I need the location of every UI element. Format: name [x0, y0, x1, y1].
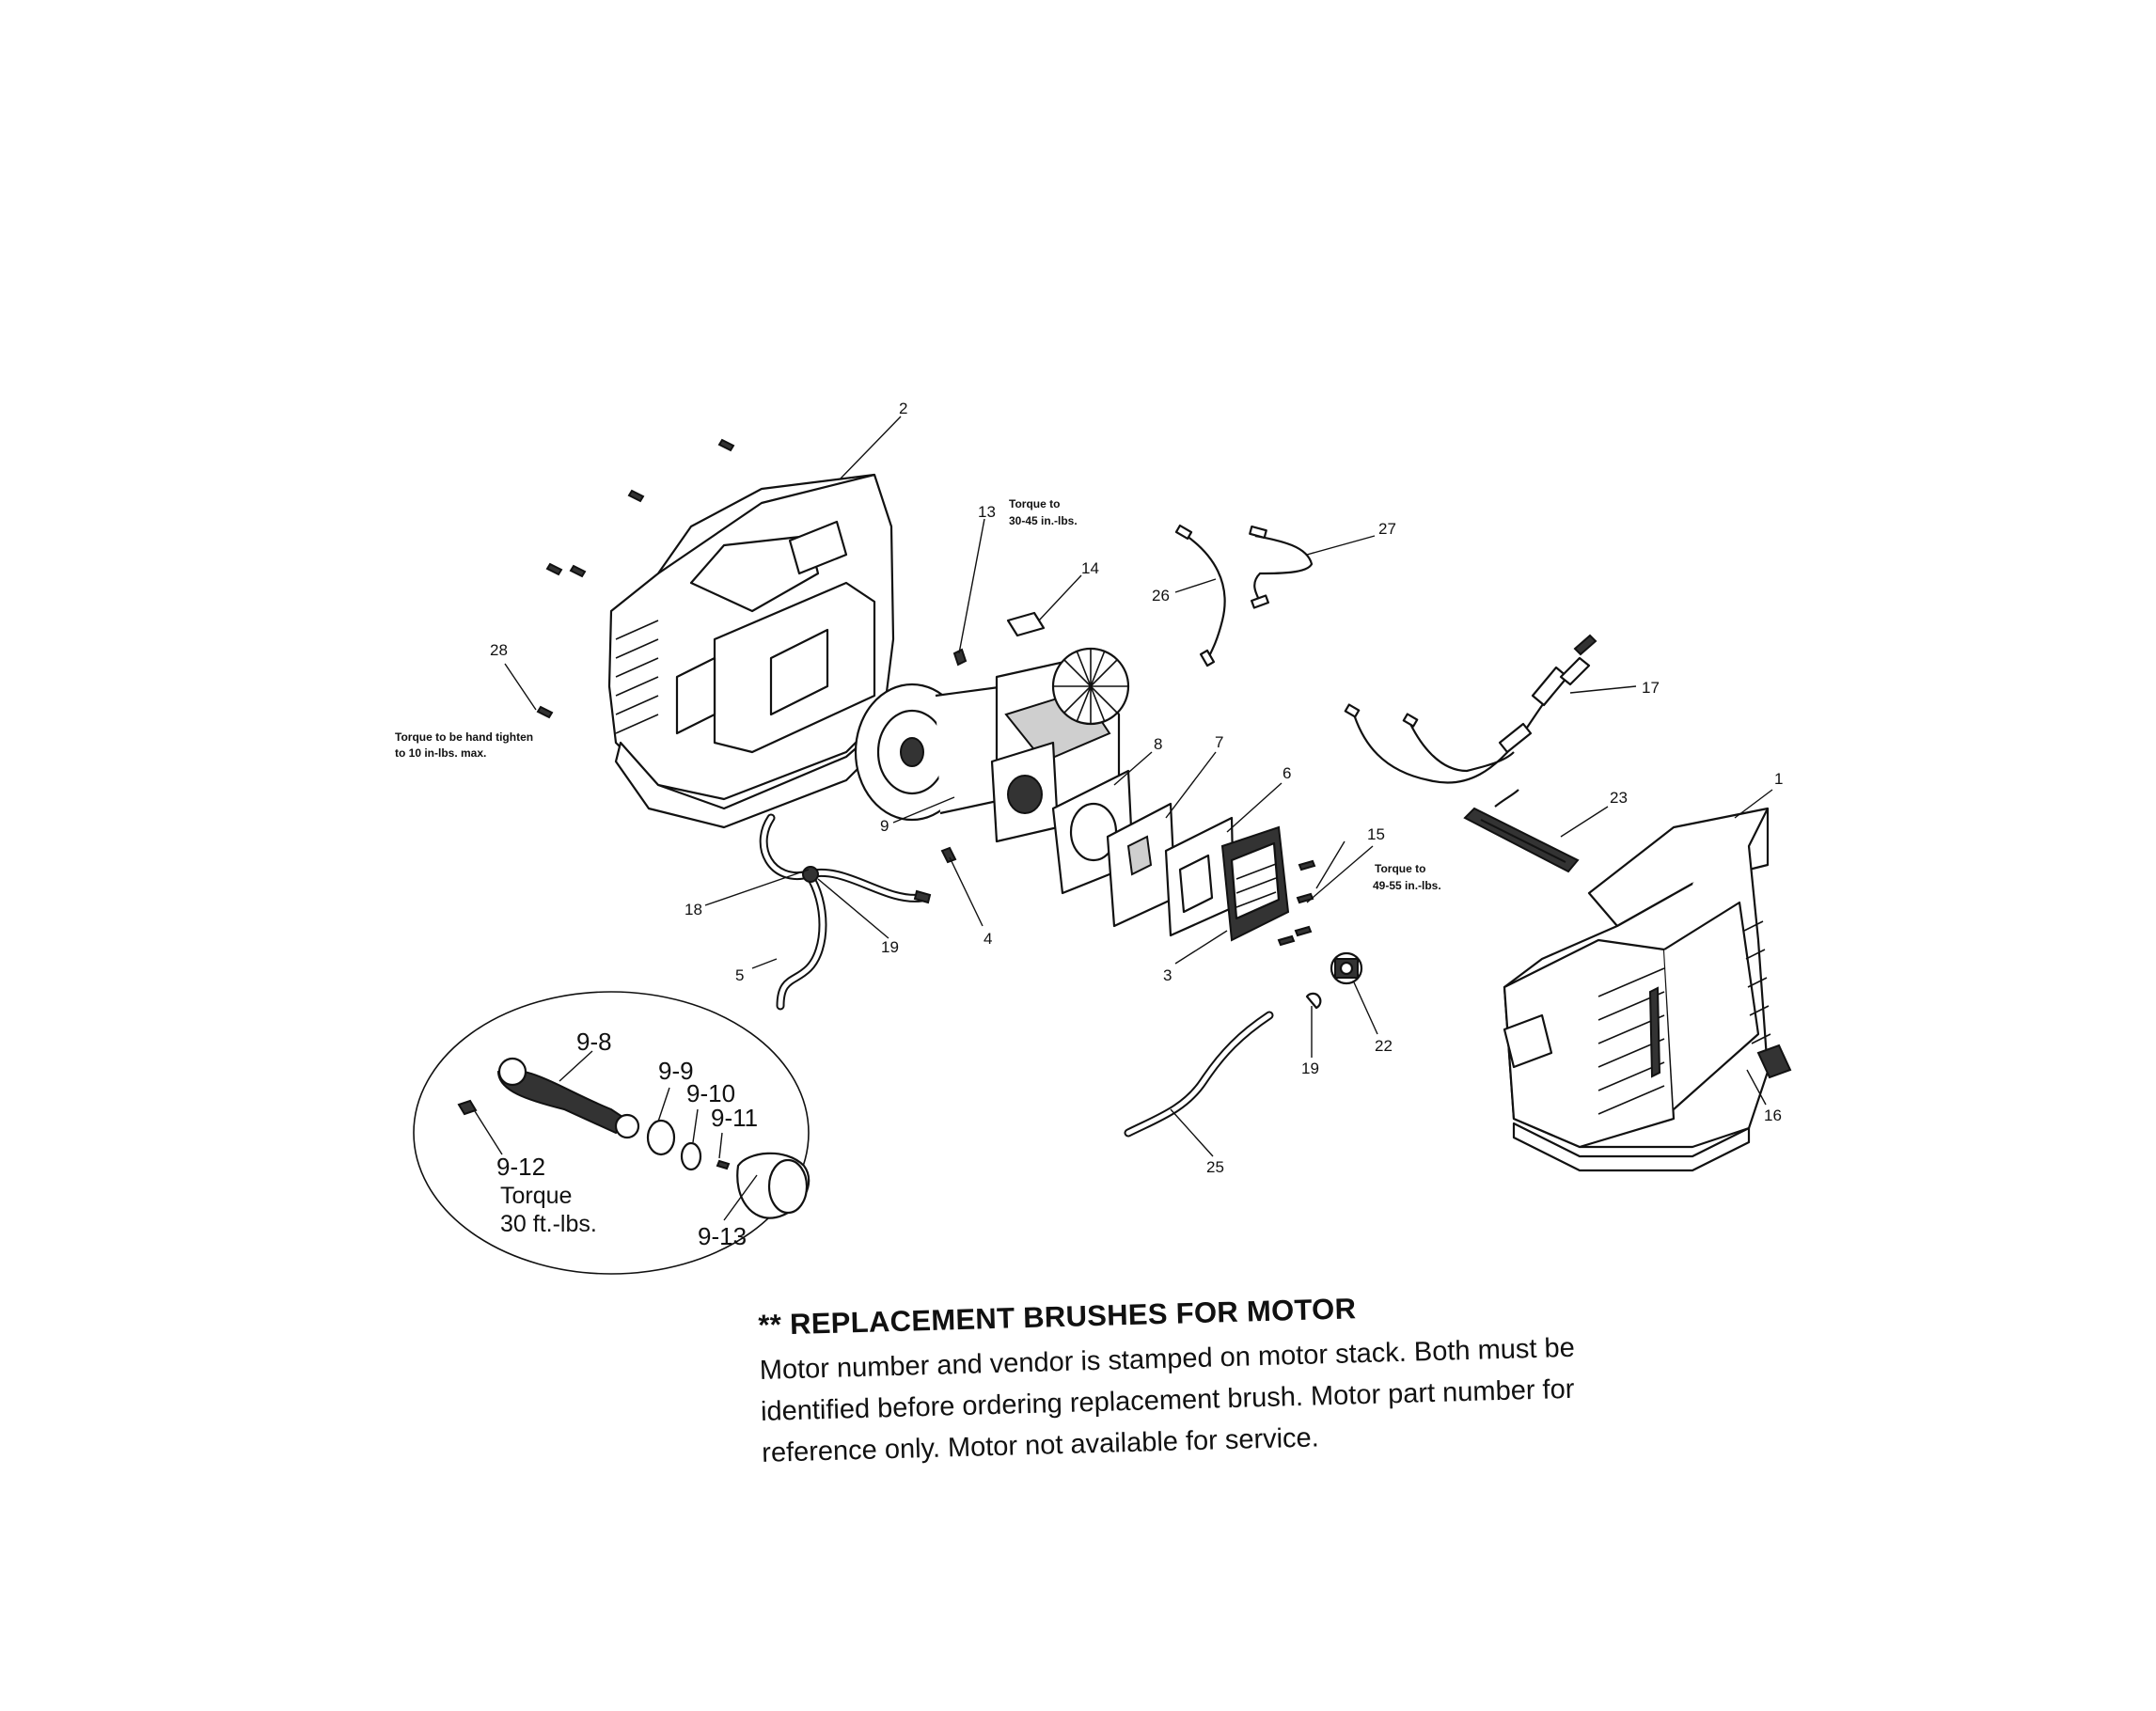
callout-14: 14 — [1081, 559, 1099, 577]
torque-note-15-line2: 49-55 in.-lbs. — [1373, 879, 1441, 892]
shroud-screws — [536, 438, 735, 719]
callout-9: 9 — [880, 817, 889, 835]
torque-notes: Torque to 30-45 in.-lbs. Torque to be ha… — [395, 497, 1441, 1237]
connecting-rod-inset — [413, 991, 810, 1275]
torque-note-15-line1: Torque to — [1375, 862, 1425, 875]
callout-26: 26 — [1152, 587, 1170, 604]
footnote-body: Motor number and vendor is stamped on mo… — [759, 1332, 1576, 1468]
callout-16: 16 — [1764, 1107, 1782, 1124]
callout-9-13: 9-13 — [698, 1222, 747, 1250]
part-22-check-valve — [1330, 951, 1363, 985]
part-25-tube — [1124, 1011, 1274, 1138]
part-17-power-cord — [1344, 634, 1597, 808]
callout-9-10: 9-10 — [686, 1079, 735, 1107]
callout-9-8: 9-8 — [576, 1028, 612, 1056]
callout-9-11: 9-11 — [711, 1104, 758, 1132]
part-16-foot — [1756, 1044, 1792, 1079]
callout-17: 17 — [1642, 679, 1660, 697]
callout-27: 27 — [1378, 520, 1396, 538]
torque-note-13-line1: Torque to — [1009, 497, 1060, 510]
callout-labels: 1 2 3 4 5 6 7 8 9 13 14 15 16 17 18 19 1… — [490, 400, 1783, 1250]
torque-note-9-12-line1: Torque — [500, 1183, 572, 1209]
callout-28: 28 — [490, 641, 508, 659]
callout-18: 18 — [685, 901, 702, 918]
torque-note-9-12-line2: 30 ft.-lbs. — [500, 1211, 597, 1237]
valve-plate-stack — [1051, 769, 1316, 947]
callout-23: 23 — [1610, 789, 1628, 807]
callout-8: 8 — [1154, 735, 1162, 753]
part-4-clip — [940, 846, 957, 864]
callout-1: 1 — [1774, 770, 1783, 788]
callout-5: 5 — [735, 966, 744, 984]
callout-19b: 19 — [1301, 1060, 1319, 1077]
part-19-clamp — [1305, 992, 1322, 1010]
callout-9-12: 9-12 — [496, 1153, 545, 1181]
callout-25: 25 — [1206, 1158, 1224, 1176]
callout-3: 3 — [1163, 966, 1172, 984]
callout-15: 15 — [1367, 825, 1385, 843]
replacement-brushes-footnote: ** REPLACEMENT BRUSHES FOR MOTOR Motor n… — [758, 1283, 1684, 1474]
wire-leads — [1174, 524, 1314, 667]
fan-icon — [1051, 647, 1130, 726]
torque-note-28-line1: Torque to be hand tighten — [395, 730, 533, 744]
torque-note-13-line2: 30-45 in.-lbs. — [1009, 514, 1078, 527]
callout-9-9: 9-9 — [658, 1057, 694, 1085]
part-2-rear-shroud — [607, 473, 895, 829]
callout-7: 7 — [1215, 733, 1223, 751]
callout-2: 2 — [899, 400, 907, 417]
callout-22: 22 — [1375, 1037, 1393, 1055]
callout-13: 13 — [978, 503, 996, 521]
torque-note-28-line2: to 10 in-lbs. max. — [395, 746, 486, 760]
callout-6: 6 — [1283, 764, 1291, 782]
motor-pump-assembly — [854, 611, 1130, 843]
part-1-front-shroud — [1503, 807, 1771, 1172]
callout-4: 4 — [984, 930, 992, 948]
leader-lines — [474, 416, 1773, 1221]
part-14-pad — [1006, 611, 1046, 637]
callout-19a: 19 — [881, 938, 899, 956]
outlet-tube-assembly — [759, 813, 932, 1011]
